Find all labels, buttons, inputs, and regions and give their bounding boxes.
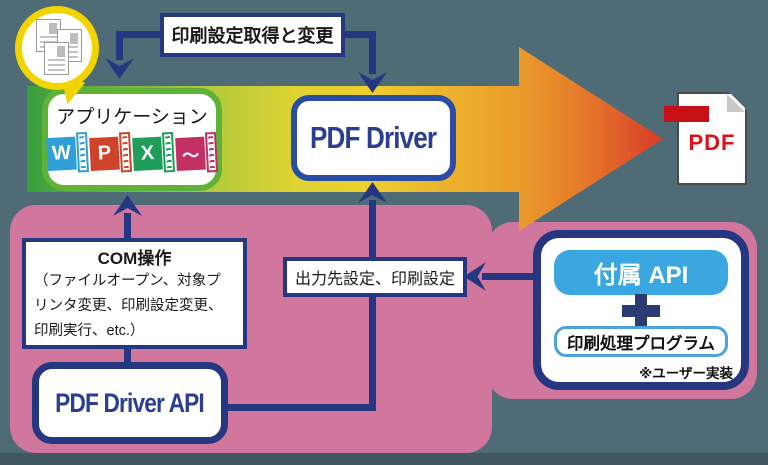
application-box: アプリケーション W P X 〜 xyxy=(42,88,222,191)
connector-com-to-api xyxy=(124,345,131,365)
connector-top-right-horizontal xyxy=(343,31,376,38)
flow-arrow-head xyxy=(519,47,663,231)
page-fold-icon xyxy=(727,94,745,112)
ichitaro-icon: 〜 xyxy=(175,131,219,174)
user-implementation-note: ※ユーザー実装 xyxy=(639,366,733,381)
bundled-api-label: 付属 API xyxy=(593,262,689,289)
documents-bubble xyxy=(15,6,99,90)
word-icon: W xyxy=(46,131,90,174)
bundled-api-pill: 付属 API xyxy=(554,250,728,295)
document-page-icon xyxy=(44,42,69,75)
pdf-driver-api-box: PDF Driver API xyxy=(32,362,228,444)
powerpoint-icon: P xyxy=(89,131,133,174)
arrowhead-down-to-application xyxy=(105,58,134,79)
output-settings-box: 出力先設定、印刷設定 xyxy=(283,257,467,297)
floor-shadow xyxy=(0,453,768,465)
connector-top-left-vertical xyxy=(116,31,123,60)
print-program-box: 印刷処理プログラム xyxy=(554,326,728,357)
connector-riser-vertical xyxy=(369,200,376,411)
output-settings-label: 出力先設定、印刷設定 xyxy=(294,271,455,288)
excel-icon: X xyxy=(132,131,176,174)
print-settings-change-label: 印刷設定取得と変更 xyxy=(171,26,334,46)
connector-top-right-vertical xyxy=(369,31,376,74)
pdf-red-tab xyxy=(664,106,709,122)
com-operation-box: COM操作 （ファイルオープン、対象プリンタ変更、印刷設定変更、印刷実行、etc… xyxy=(22,238,247,349)
connector-com-to-application xyxy=(124,213,131,240)
com-operation-body: （ファイルオープン、対象プリンタ変更、印刷設定変更、印刷実行、etc.） xyxy=(34,273,223,339)
connector-bundled-api-horizontal xyxy=(482,273,535,280)
pdf-driver-box: PDF Driver xyxy=(291,95,456,181)
plus-icon xyxy=(622,294,660,328)
office-icons-row: W P X 〜 xyxy=(46,131,219,174)
connector-top-left-horizontal xyxy=(116,31,162,38)
bundled-api-box: 付属 API 印刷処理プログラム ※ユーザー実装 xyxy=(533,230,749,390)
application-title: アプリケーション xyxy=(56,107,208,128)
pdf-driver-label: PDF Driver xyxy=(310,120,437,155)
com-operation-title: COM操作 xyxy=(97,249,172,268)
connector-api-horizontal xyxy=(226,404,376,411)
pdf-driver-api-label: PDF Driver API xyxy=(55,387,206,418)
print-program-label: 印刷処理プログラム xyxy=(566,334,715,353)
pdf-file-label: PDF xyxy=(688,130,736,155)
print-settings-change-box: 印刷設定取得と変更 xyxy=(160,13,345,57)
